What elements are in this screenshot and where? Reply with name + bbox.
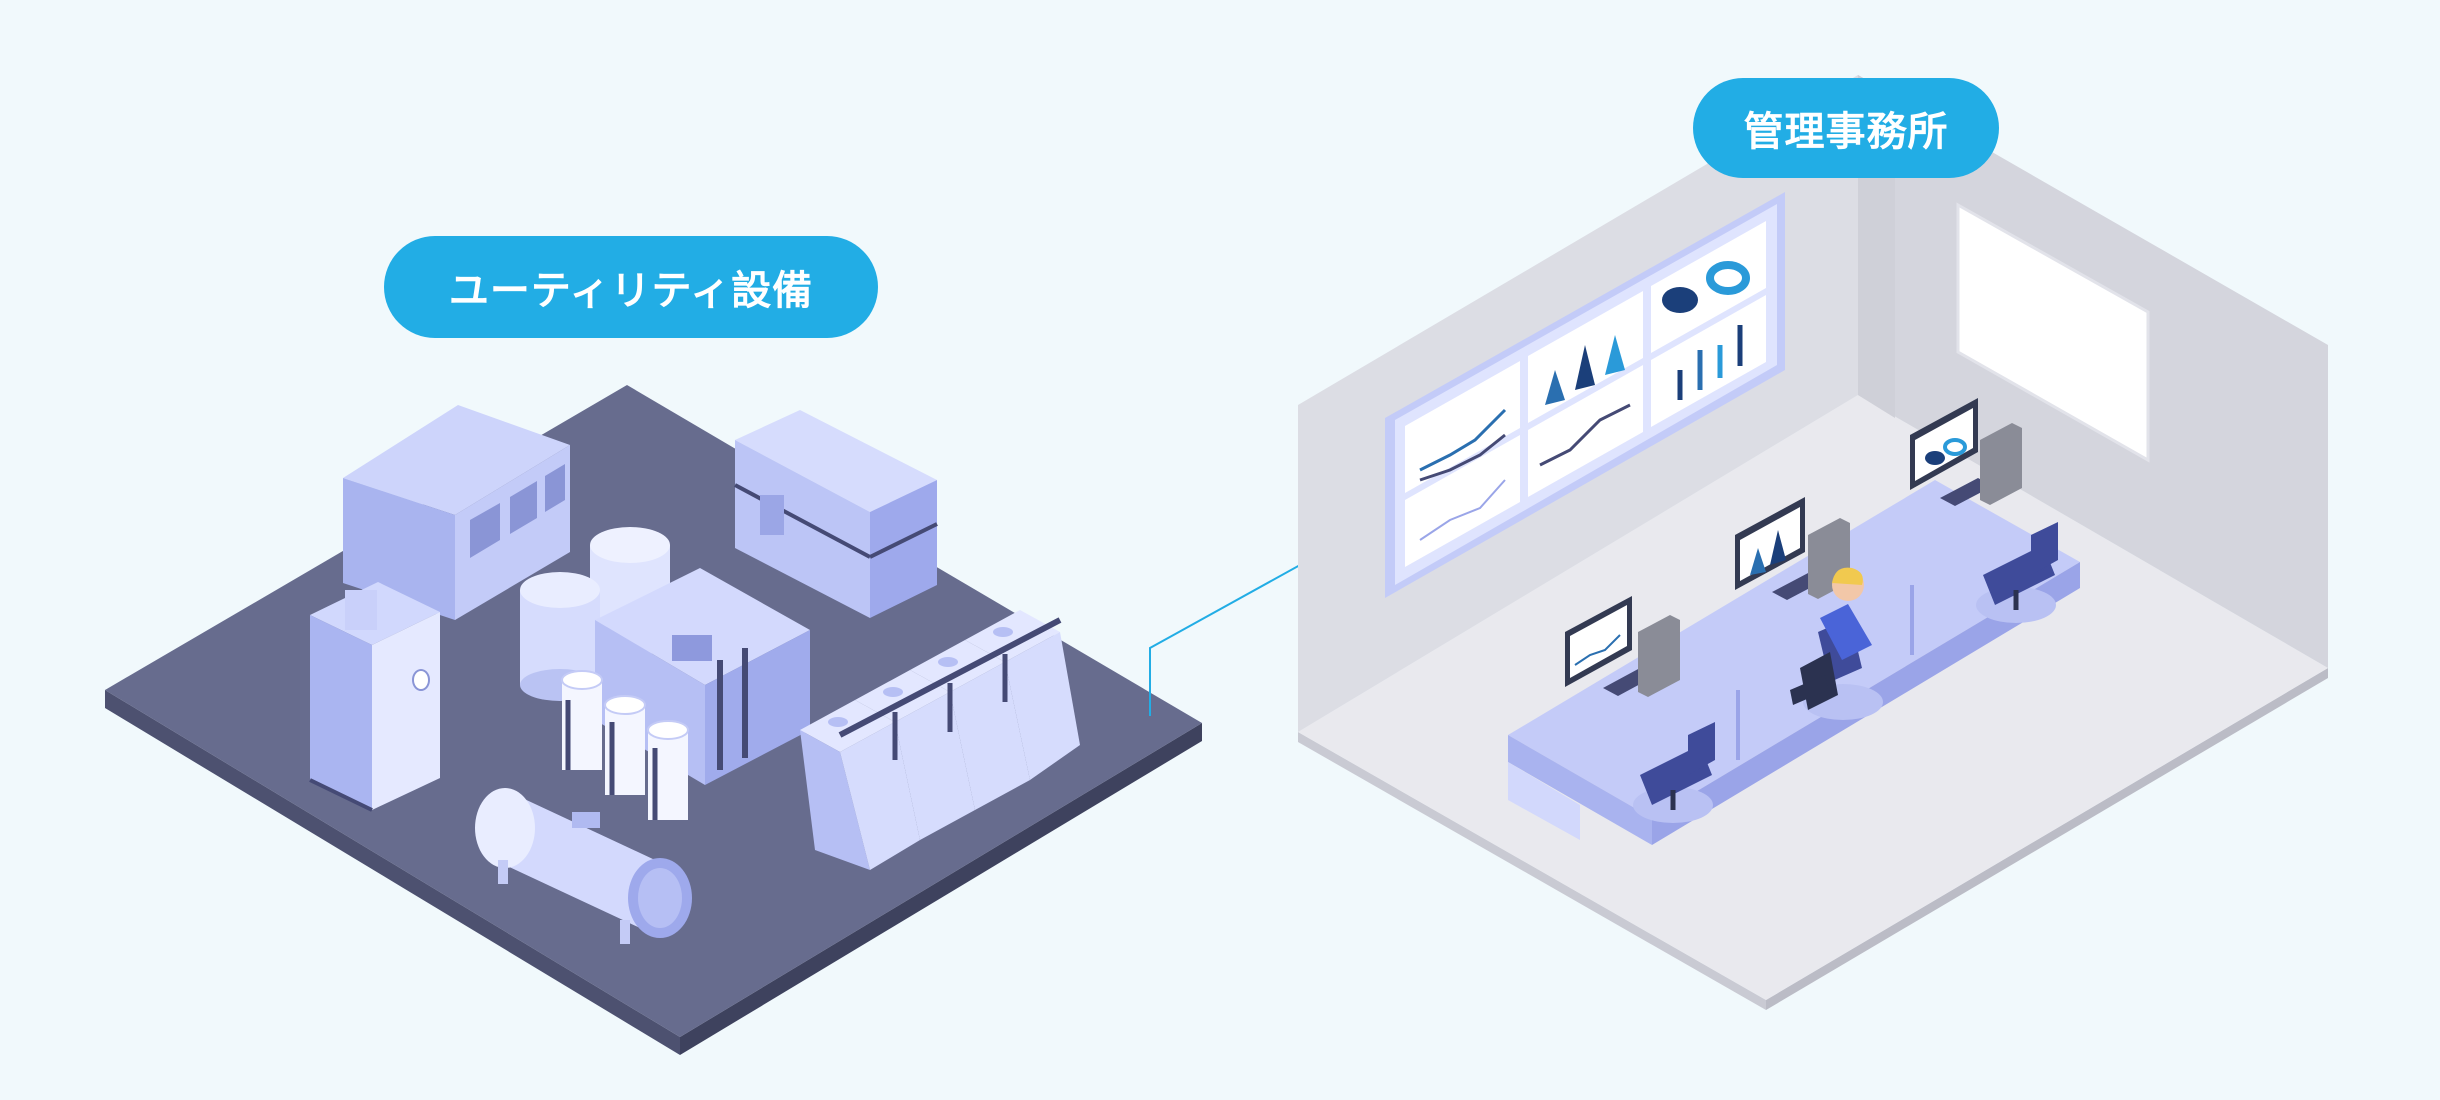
utility-facility-label: ユーティリティ設備 bbox=[384, 236, 878, 338]
chair bbox=[1633, 722, 1715, 823]
monitor bbox=[1910, 398, 1993, 506]
management-office bbox=[1298, 75, 2328, 1010]
video-wall bbox=[1385, 192, 1785, 598]
monitor bbox=[1565, 596, 1655, 696]
video-wall-charts bbox=[1419, 261, 1750, 541]
utility-plant bbox=[105, 385, 1202, 1055]
plant-cabinet-left bbox=[309, 582, 440, 812]
whiteboard bbox=[1956, 202, 2150, 463]
plant-filters bbox=[561, 670, 689, 820]
plant-cabinet-back bbox=[343, 405, 570, 620]
management-office-label: 管理事務所 bbox=[1693, 78, 1999, 178]
plant-module-back-right bbox=[734, 410, 938, 618]
chair bbox=[1976, 522, 2058, 623]
plant-horizontal-tank bbox=[475, 788, 692, 944]
office-chairs bbox=[1633, 522, 2058, 823]
operator-person bbox=[1790, 567, 1883, 720]
plant-chillers bbox=[800, 610, 1080, 870]
